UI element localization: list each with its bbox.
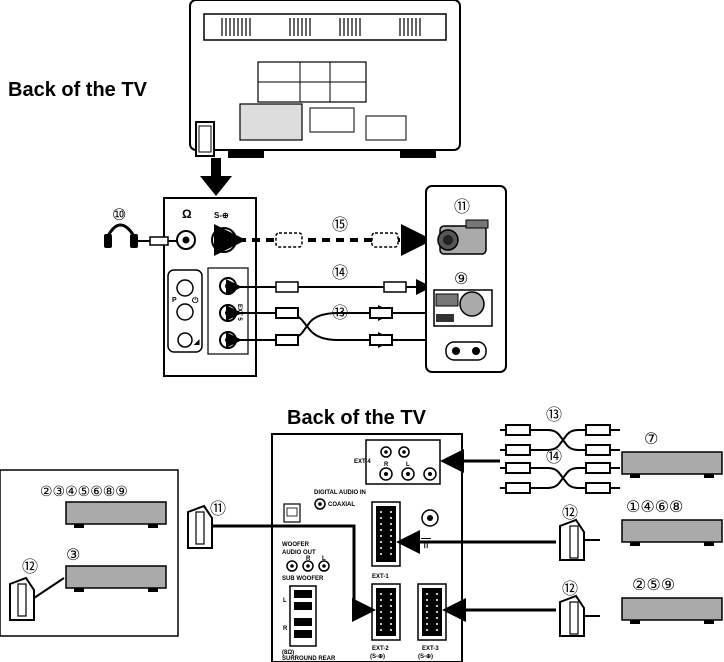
channel-down-button[interactable] [177,304,193,320]
surround-label: SURROUND REAR [282,656,336,662]
headphone-symbol: Ω [182,207,192,221]
digital-audio-label: DIGITAL AUDIO IN [314,490,366,496]
audio-out-label: AUDIO OUT [282,550,316,556]
speaker-terminal-l-minus[interactable] [294,602,312,610]
left-device-top [66,502,166,524]
tv-back-illustration [190,0,460,158]
speaker-r-label: R [283,626,288,632]
bottom-heading: Back of the TV [287,407,427,429]
callout-scart-out: ⑪ [210,499,226,518]
woofer-label: WOOFER [282,542,310,548]
volume-icon-label: ◢ [193,339,200,346]
audio-out-l-label: L [322,556,326,562]
callout-device-1468: ①④⑥⑧ [626,497,683,516]
speaker-terminal-l-plus[interactable] [294,590,312,598]
callout-headphones: ⑩ [112,205,126,224]
ext1-label: EXT-1 [372,574,389,580]
headphone-plug [150,237,168,245]
device-top-right [622,452,722,478]
callout-device-259: ②⑤⑨ [632,575,675,594]
device-mid-right [622,520,722,546]
rca-plug-right [384,282,406,292]
left-device-bottom [66,566,166,588]
callout-bundle-14: ⑭ [546,447,562,466]
ext4-l-label: L [406,462,410,468]
speaker-l-label: L [283,598,287,604]
ext3-label: EXT-3 [422,646,439,652]
rca-plug-pair-right-top [370,308,392,318]
headphone-jack-hole [183,237,190,244]
audio-out-r-label: R [306,556,311,562]
volume-button[interactable] [178,333,192,347]
speaker-terminal-r-minus[interactable] [294,630,312,638]
speaker-terminal-r-plus[interactable] [294,618,312,626]
zoom-arrow [200,158,232,196]
rca-plug-left [276,282,298,292]
rca-plug-pair-right-bottom [370,335,392,345]
antenna-symbol: ╦ [420,531,431,549]
coaxial-label: COAXIAL [328,502,355,508]
rear-panel: EXT 4 R L DIGITAL AUDIO IN COAXIAL WOOFE… [272,434,462,662]
callout-svideo-cable: ⑮ [332,215,348,234]
ext4-r-label: R [384,462,389,468]
tv-foot-right [400,150,436,158]
sub-woofer-label: SUB WOOFER [282,576,324,582]
top-heading: Back of the TV [8,79,148,101]
ext2-sub-label: (S-⊕) [370,654,385,660]
headphones-right-cup-icon [130,234,138,248]
gamepad-icon [446,342,486,360]
program-label: P [172,297,177,304]
scart-plug-ext2 [560,596,600,636]
svideo-label: S-⊕ [214,211,229,220]
headphones-band-icon [108,225,134,236]
svideo-plug-right [372,233,398,247]
callout-scart-ext1: ⑫ [562,503,578,522]
scart-plug-out [188,506,212,548]
scart-plug-ext1 [560,520,600,560]
svideo-socket-inner [217,233,231,247]
callout-camcorder: ⑪ [454,197,470,216]
device-bottom-right [622,598,722,624]
power-icon-label: ⏻ [192,296,199,305]
callout-av-cable-double: ⑬ [332,303,348,322]
tv-foot-left [228,150,264,158]
callout-game-console: ⑨ [454,269,468,288]
callout-scart-ext2: ⑫ [562,579,578,598]
channel-up-button[interactable] [177,280,193,296]
ext4-label: EXT 4 [354,459,371,465]
svideo-plug-left [276,233,302,247]
callout-left-scart: ⑫ [22,557,38,576]
rca-plug-pair-left-bottom [276,335,298,345]
callout-left-device-top: ②③④⑤⑥⑧⑨ [40,484,128,500]
service-port[interactable] [284,504,300,522]
ext3-sub-label: (S-⊕) [418,654,433,660]
av-cable-single [238,282,428,292]
callout-left-device-bottom: ③ [66,545,80,564]
game-console-icon [434,290,492,326]
headphones-left-cup-icon [104,234,112,248]
rca-plug-pair-left-top [276,308,298,318]
callout-av-cable-single: ⑭ [332,263,348,282]
callout-device-7: ⑦ [644,429,658,448]
ext2-label: EXT-2 [372,646,389,652]
svideo-cable [238,233,425,247]
tv-terminal-block [240,104,302,140]
callout-bundle-13: ⑬ [546,405,562,424]
